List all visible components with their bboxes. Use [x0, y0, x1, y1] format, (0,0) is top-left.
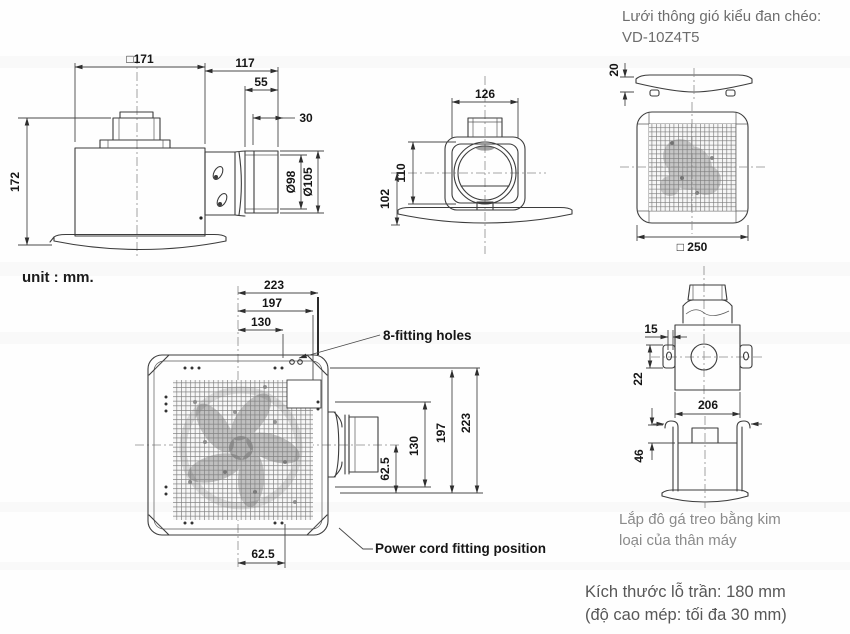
duct-plan	[327, 411, 379, 478]
plan-mesh-area	[173, 379, 322, 520]
plan-bottom-dimension: 62.5	[237, 524, 286, 568]
fan-body-side	[49, 147, 227, 251]
dim-front-width: 126	[475, 87, 495, 101]
fan-body-front	[397, 117, 573, 224]
grille-type-label: Lưới thông gió kiểu đan chéo:	[622, 8, 822, 25]
dim-30: 30	[299, 111, 313, 125]
hanger-note: Lắp đô gá treo bằng kim loại của thân má…	[619, 509, 781, 551]
bracket-lower-view	[653, 416, 762, 508]
dim-opening: 110	[394, 163, 408, 183]
dim-130: 130	[251, 315, 271, 329]
dim-duct-length: 117	[235, 56, 255, 70]
motor-cap-side	[99, 111, 171, 149]
dim-grille-size: □ 250	[677, 240, 708, 254]
ceiling-note-line2: (độ cao mép: tối đa 30 mm)	[585, 606, 787, 624]
dim-55: 55	[254, 75, 268, 89]
ceiling-note-line1: Kích thước lỗ trần: 180 mm	[585, 583, 786, 601]
grille-thickness-dimension: 20	[607, 63, 634, 106]
side-dimensions: □171 117 55 30 172 Ø98 Ø105	[8, 52, 324, 246]
unit-note: unit : mm.	[22, 269, 94, 286]
power-cord-label: Power cord fitting position	[375, 541, 546, 556]
dim-206: 206	[698, 398, 718, 412]
page-title: Lưới thông gió kiểu đan chéo: VD-10Z4T5	[622, 6, 821, 48]
grille-side-profile	[635, 68, 753, 100]
plan-right-dimensions: 62.5 130 197 223	[330, 367, 483, 494]
side-view-drawing: □171 117 55 30 172 Ø98 Ø105	[8, 52, 324, 257]
grille-size-dimension: □ 250	[636, 225, 749, 254]
fitting-holes-callout: 8-fitting holes	[298, 328, 472, 359]
front-dimensions: 126 110 102	[378, 87, 519, 226]
hanger-note-line2: loại của thân máy	[619, 532, 737, 549]
dim-outer-diameter: Ø105	[301, 167, 315, 197]
dim-46: 46	[632, 449, 646, 463]
plan-view-drawing: 130 197 223 8-fitting holes 62.5 130 197…	[135, 278, 546, 570]
dim-22: 22	[631, 372, 645, 386]
power-cord-callout: Power cord fitting position	[338, 527, 546, 556]
front-view-drawing: 126 110 102	[378, 76, 573, 254]
hanger-note-line1: Lắp đô gá treo bằng kim	[619, 511, 781, 528]
model-number: VD-10Z4T5	[622, 29, 700, 46]
grille-drawing: 20 □ 250	[607, 63, 765, 254]
grille-front-view	[620, 102, 765, 234]
fitting-marks	[164, 366, 320, 525]
fan-body-plan	[147, 354, 329, 536]
dim-15: 15	[644, 322, 658, 336]
dim-width: □171	[126, 52, 154, 66]
dim-223-right: 223	[459, 413, 473, 433]
bracket-upper-dimensions: 15 22 206	[631, 322, 741, 418]
plan-top-dimensions: 130 197 223	[237, 278, 319, 380]
dim-front-height: 102	[378, 189, 392, 209]
dim-223: 223	[264, 278, 284, 292]
dim-inner-diameter: Ø98	[284, 170, 298, 193]
dim-62-5-bottom: 62.5	[251, 547, 275, 561]
dim-height: 172	[8, 172, 22, 192]
bracket-lower-dimensions: 46	[632, 408, 675, 463]
bracket-drawing: 15 22 206 46	[631, 266, 765, 508]
dim-197: 197	[262, 296, 282, 310]
dim-62-5-right: 62.5	[378, 457, 392, 481]
dim-130-right: 130	[407, 436, 421, 456]
fitting-holes-label: 8-fitting holes	[383, 328, 472, 343]
terminal-box	[286, 379, 322, 409]
bracket-upper-view	[662, 284, 753, 391]
ceiling-hole-note: Kích thước lỗ trần: 180 mm (độ cao mép: …	[585, 581, 787, 627]
dim-grille-thickness: 20	[607, 63, 621, 77]
dim-197-right: 197	[434, 423, 448, 443]
duct-side	[204, 150, 279, 217]
fitting-holes	[289, 359, 303, 365]
